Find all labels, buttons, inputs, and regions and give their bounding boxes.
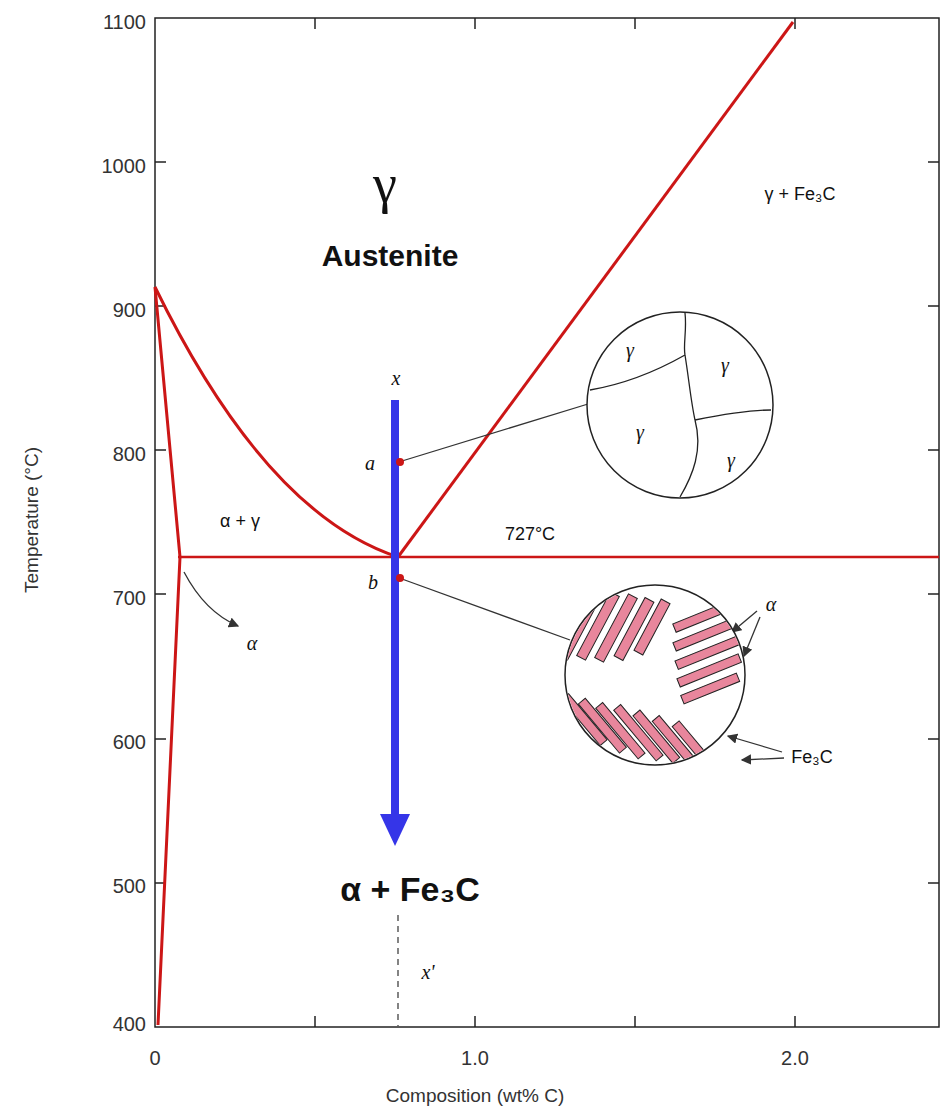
phase-boundary (155, 22, 939, 1025)
tick-label: 600 (111, 731, 148, 753)
grain-outline (585, 310, 775, 500)
tick-label: 1000 (100, 155, 149, 177)
grain-label: γ (721, 354, 729, 376)
composition-dash (397, 915, 398, 1026)
grain-label: γ (626, 339, 634, 361)
point-b (396, 574, 404, 582)
cooling-arrow (380, 400, 410, 846)
callout-label: α (245, 632, 260, 654)
phase-name: Austenite (320, 239, 461, 272)
point-label: b (366, 571, 380, 593)
callout-label: α (764, 593, 779, 615)
callout-label: Fe₃C (789, 748, 834, 768)
region-label: γ + Fe₃C (763, 185, 838, 205)
tick-label: 2.0 (779, 1047, 811, 1069)
grain-label: γ (727, 449, 735, 471)
region-label: α + γ (218, 512, 262, 532)
point-label: a (363, 452, 377, 474)
tick-label: 500 (111, 875, 148, 897)
point-label: x' (419, 961, 436, 983)
axis-title: Composition (wt% C) (384, 1086, 566, 1107)
axis-title: Temperature (°C) (22, 445, 43, 595)
plot-frame (155, 18, 939, 1027)
tick-label: 1.0 (459, 1047, 491, 1069)
tick-label: 1100 (101, 11, 148, 33)
tick-label: 800 (111, 443, 148, 465)
pearlite-circle (559, 585, 745, 766)
region-label: α + Fe₃C (338, 871, 482, 908)
grain-label: γ (636, 421, 644, 443)
point-a (396, 458, 404, 466)
axis-ticks (155, 18, 939, 1027)
tick-label: 700 (111, 587, 148, 609)
point-label: x (390, 367, 403, 389)
tick-label: 400 (111, 1013, 148, 1035)
grain-circle: γ γ γ γ (585, 310, 775, 500)
phase-symbol: γ (371, 155, 399, 214)
tick-label: 900 (111, 299, 148, 321)
tick-label: 0 (147, 1047, 162, 1069)
temperature-label: 727°C (503, 525, 557, 545)
